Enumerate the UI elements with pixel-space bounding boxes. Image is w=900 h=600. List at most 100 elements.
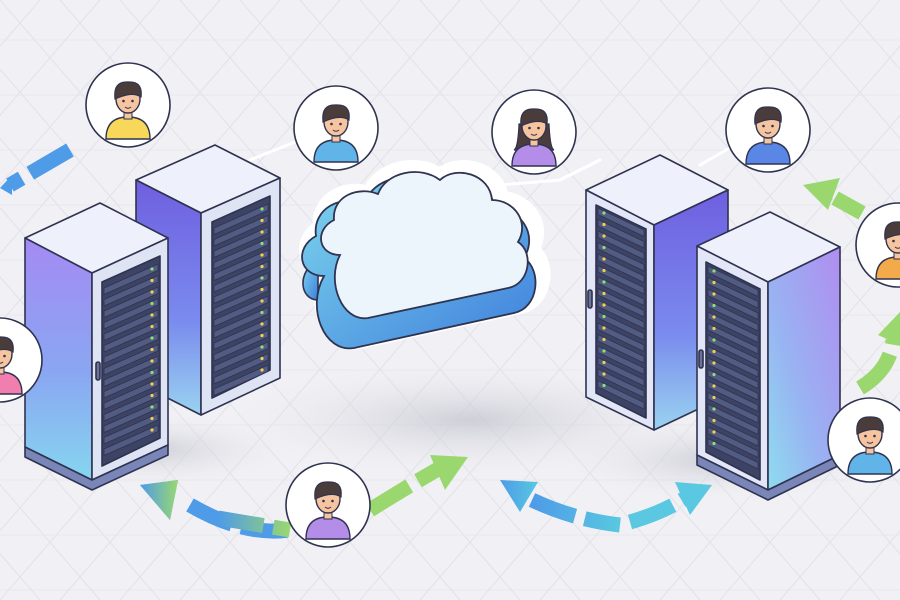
rack-slot — [707, 311, 759, 344]
rack-slots — [707, 265, 759, 470]
rack-slot — [103, 274, 159, 307]
status-led — [150, 359, 154, 363]
status-led — [150, 336, 154, 340]
status-led — [602, 268, 606, 273]
status-led — [712, 361, 716, 365]
arrow-icon — [366, 455, 468, 517]
status-led — [602, 360, 606, 365]
status-led — [602, 372, 606, 376]
rack-slot — [103, 297, 159, 330]
status-led — [712, 269, 716, 273]
rack-slot — [707, 357, 759, 390]
rack-slot — [213, 226, 269, 259]
rack-slot — [103, 401, 159, 434]
rack-slot — [213, 295, 269, 328]
status-led — [260, 287, 264, 292]
status-led — [712, 280, 716, 285]
rack-slot — [213, 329, 269, 362]
status-led — [602, 303, 606, 307]
arrow-icon — [0, 143, 74, 195]
status-led — [712, 430, 716, 434]
status-led — [150, 393, 154, 398]
status-led — [150, 278, 154, 283]
user-avatar-icon — [285, 462, 371, 548]
status-led — [260, 207, 264, 211]
rack-slot — [213, 283, 269, 316]
rack-slot — [597, 218, 645, 249]
rack-slot — [707, 391, 759, 424]
rack-slot — [597, 264, 645, 295]
rack-slot — [707, 345, 759, 378]
rack-slot — [597, 333, 645, 364]
arrow-icon — [140, 480, 292, 538]
rack-slots — [213, 203, 269, 397]
rack-slot — [707, 276, 759, 309]
user-avatar-icon — [0, 317, 43, 403]
status-led — [150, 370, 154, 375]
arrow-icon — [627, 482, 712, 530]
rack-slot — [103, 389, 159, 422]
rack-slot — [597, 322, 645, 353]
rack-slot — [707, 437, 759, 470]
status-led — [602, 337, 606, 342]
arrow-icon — [855, 312, 900, 395]
rack-slot — [597, 241, 645, 272]
rack-slot — [103, 424, 159, 457]
rack-slot — [707, 322, 759, 355]
rack-slot — [103, 332, 159, 365]
rack-slot — [103, 320, 159, 353]
rack-slot — [213, 318, 269, 351]
user-avatar-icon — [827, 397, 900, 483]
status-led — [712, 338, 716, 342]
status-led — [260, 241, 264, 246]
status-led — [150, 290, 154, 294]
status-led — [602, 349, 606, 353]
user-avatar-icon — [855, 202, 900, 288]
rack-slot — [103, 366, 159, 399]
rack-slot — [707, 414, 759, 447]
rack-slot — [707, 426, 759, 459]
rack-slot — [597, 253, 645, 284]
rack-slot — [213, 306, 269, 339]
rack-slot — [213, 260, 269, 293]
user-avatars — [0, 62, 900, 548]
rack-slot — [707, 403, 759, 436]
status-led — [150, 324, 154, 329]
rack-slots — [597, 207, 645, 410]
status-led — [150, 347, 154, 352]
status-led — [260, 310, 264, 315]
rack-slot — [597, 276, 645, 307]
rack-slot — [103, 263, 159, 296]
rack-slot — [707, 265, 759, 298]
rack-slot — [103, 286, 159, 319]
status-led — [602, 383, 606, 388]
status-led — [150, 301, 154, 306]
user-avatar-icon — [725, 87, 811, 173]
status-led — [602, 234, 606, 238]
status-led — [712, 292, 716, 296]
user-avatar-icon — [85, 62, 171, 148]
status-led — [602, 222, 606, 227]
rack-slot — [597, 299, 645, 330]
rack-slot — [597, 310, 645, 341]
status-led — [260, 333, 264, 338]
status-led — [602, 211, 606, 215]
status-led — [712, 441, 716, 446]
rack-slots — [103, 263, 159, 457]
rack-slot — [707, 334, 759, 367]
status-led — [150, 313, 154, 317]
cloud-icon — [299, 160, 551, 350]
rack-slot — [103, 309, 159, 342]
arrow-icon — [500, 480, 621, 533]
rack-slot — [707, 288, 759, 321]
status-led — [260, 230, 264, 234]
status-led — [602, 314, 606, 319]
rack-slot — [213, 237, 269, 270]
status-led — [260, 218, 264, 223]
status-led — [602, 326, 606, 330]
status-led — [602, 280, 606, 284]
rack-slot — [597, 379, 645, 410]
user-avatar-icon — [491, 89, 577, 175]
